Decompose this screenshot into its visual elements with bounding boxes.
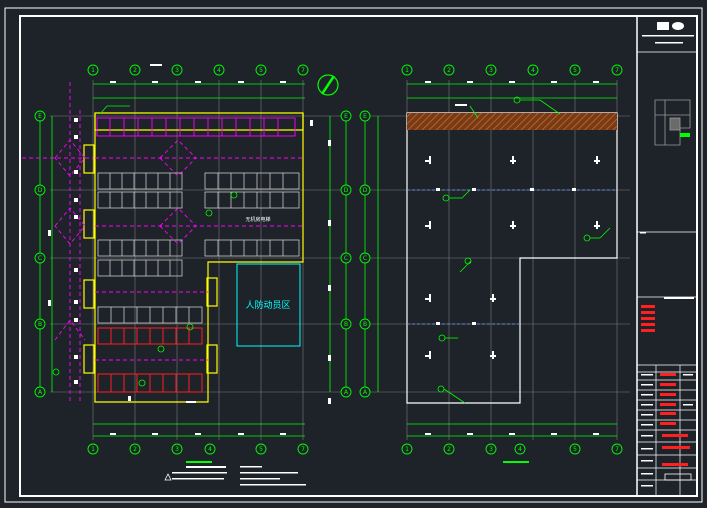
company-logo-icon xyxy=(642,22,694,44)
right-row-labels: E D C B A xyxy=(363,113,368,396)
title-block-text-lines xyxy=(641,374,693,487)
drawing-notes xyxy=(164,461,306,486)
svg-text:7: 7 xyxy=(615,446,619,453)
elevator-annotation: 无机房电梯 xyxy=(245,216,270,223)
svg-text:C: C xyxy=(363,255,367,262)
grid-bubble-5 xyxy=(255,64,267,76)
roof-hatch-strip xyxy=(407,113,617,130)
svg-text:3: 3 xyxy=(489,446,493,453)
svg-text:D: D xyxy=(363,187,368,194)
right-fixtures xyxy=(425,104,600,359)
civil-defense-zone xyxy=(236,263,301,347)
svg-text:3: 3 xyxy=(175,446,179,453)
svg-text:5: 5 xyxy=(573,446,577,453)
svg-text:2: 2 xyxy=(133,446,137,453)
svg-text:1: 1 xyxy=(405,446,409,453)
svg-text:7: 7 xyxy=(615,67,619,74)
svg-text:5: 5 xyxy=(573,67,577,74)
svg-text:B: B xyxy=(363,321,367,328)
svg-text:C: C xyxy=(344,255,348,262)
title-block-tag xyxy=(640,232,646,234)
svg-text:A: A xyxy=(38,389,43,396)
svg-text:4: 4 xyxy=(208,446,212,453)
top-parking-row xyxy=(96,117,296,137)
svg-text:E: E xyxy=(363,113,367,120)
left-floor-plan: 人防动员区 无机房电梯 xyxy=(22,64,352,455)
left-row-bubbles xyxy=(34,110,352,398)
svg-text:C: C xyxy=(38,255,42,262)
location-map-icon xyxy=(654,99,691,146)
svg-text:5: 5 xyxy=(259,446,263,453)
right-dimension-ticks xyxy=(425,81,599,435)
right-plan-title-underline xyxy=(503,461,529,463)
left-fixtures xyxy=(48,118,331,404)
svg-text:D: D xyxy=(38,187,43,194)
svg-text:1: 1 xyxy=(91,446,95,453)
title-block xyxy=(637,22,697,496)
right-column-bubbles xyxy=(401,64,623,455)
right-column-labels: 1 2 3 4 5 7 1 2 3 4 5 7 xyxy=(405,67,619,453)
title-block-red-notes xyxy=(641,305,690,466)
left-row-labels: E D C B A E D C B A xyxy=(38,113,349,396)
right-dashed-lines xyxy=(407,189,617,325)
left-leader-markers xyxy=(52,105,238,387)
svg-text:A: A xyxy=(363,389,368,396)
left-column-labels: 1 2 3 4 5 7 1 2 3 4 5 7 xyxy=(91,67,305,453)
svg-text:4: 4 xyxy=(217,67,221,74)
left-dashed-routes xyxy=(22,82,303,402)
svg-text:D: D xyxy=(344,187,349,194)
grid-bubble-4 xyxy=(213,64,225,76)
white-parking-stalls xyxy=(97,172,300,324)
right-row-bubbles xyxy=(359,110,371,398)
right-leader-markers xyxy=(437,96,611,404)
svg-text:E: E xyxy=(344,113,348,120)
svg-text:3: 3 xyxy=(489,67,493,74)
svg-text:1: 1 xyxy=(405,67,409,74)
svg-text:B: B xyxy=(38,321,42,328)
left-dimension-lines xyxy=(39,83,347,437)
red-parking-stalls xyxy=(97,327,203,393)
svg-text:7: 7 xyxy=(301,67,305,74)
svg-text:4: 4 xyxy=(518,446,522,453)
grid-bubble-2 xyxy=(129,64,141,76)
svg-text:7: 7 xyxy=(301,446,305,453)
grid-bubble-3 xyxy=(171,64,183,76)
svg-text:A: A xyxy=(344,389,349,396)
svg-text:2: 2 xyxy=(447,446,451,453)
north-arrow-icon xyxy=(317,74,339,96)
svg-text:1: 1 xyxy=(91,67,95,74)
svg-text:2: 2 xyxy=(447,67,451,74)
left-column-bubbles xyxy=(87,64,309,455)
right-roof-plan: 1 2 3 4 5 7 1 2 3 4 5 7 E D C B A xyxy=(359,64,630,463)
svg-text:B: B xyxy=(344,321,348,328)
drawing-frame xyxy=(4,7,703,503)
left-building-outline xyxy=(83,112,304,403)
svg-text:E: E xyxy=(38,113,42,120)
svg-text:5: 5 xyxy=(259,67,263,74)
left-dimension-ticks xyxy=(110,64,286,435)
grid-bubble-1 xyxy=(87,64,99,76)
grid-bubble-7 xyxy=(297,64,309,76)
zone-label: 人防动员区 xyxy=(245,299,290,311)
svg-text:2: 2 xyxy=(133,67,137,74)
svg-text:4: 4 xyxy=(531,67,535,74)
svg-text:3: 3 xyxy=(175,67,179,74)
